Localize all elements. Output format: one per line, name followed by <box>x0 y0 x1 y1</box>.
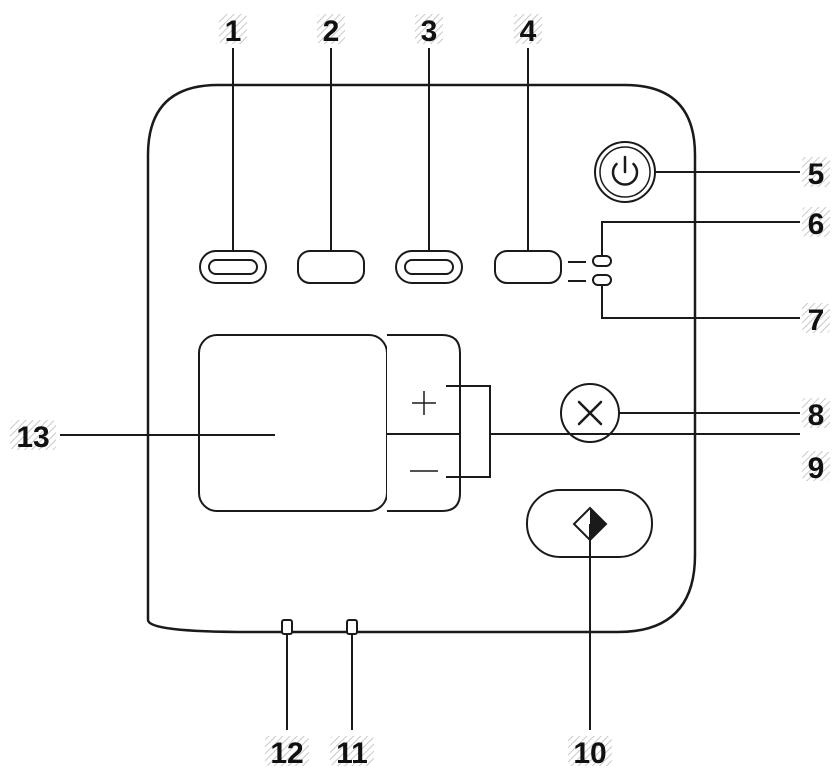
callout-13: 13 <box>10 420 56 454</box>
plus-minus-keys <box>387 334 461 512</box>
keys-outline <box>387 334 461 512</box>
led-indicator-6 <box>592 255 612 267</box>
callout-3: 3 <box>415 14 443 48</box>
function-button-3[interactable] <box>395 250 463 284</box>
leader-line-6 <box>601 221 800 256</box>
leader-lines <box>60 48 800 730</box>
callout-10: 10 <box>568 736 612 770</box>
led-indicator-11 <box>346 619 358 635</box>
callout-5: 5 <box>802 157 830 191</box>
callout-12: 12 <box>265 736 309 770</box>
callout-4: 4 <box>514 14 542 48</box>
callout-8: 8 <box>802 398 830 432</box>
callout-9: 9 <box>802 451 830 485</box>
svg-text:4: 4 <box>520 15 537 48</box>
svg-text:7: 7 <box>808 304 825 337</box>
cancel-x-icon <box>577 400 603 426</box>
svg-text:1: 1 <box>225 15 242 48</box>
svg-text:9: 9 <box>808 452 825 485</box>
svg-text:8: 8 <box>808 399 825 432</box>
svg-text:5: 5 <box>808 158 825 191</box>
function-button-2[interactable] <box>297 250 365 284</box>
display-screen <box>198 334 388 512</box>
callout-11: 11 <box>330 736 374 770</box>
svg-text:3: 3 <box>421 15 438 48</box>
power-icon <box>611 155 639 186</box>
callout-2: 2 <box>317 14 345 48</box>
plus-icon <box>412 391 436 415</box>
svg-text:10: 10 <box>573 737 606 770</box>
callout-1: 1 <box>219 14 247 48</box>
callout-6: 6 <box>802 207 830 241</box>
svg-text:11: 11 <box>336 737 368 770</box>
power-button[interactable] <box>594 141 656 203</box>
led-indicator-12 <box>281 619 293 635</box>
svg-text:2: 2 <box>323 15 340 48</box>
function-button-1[interactable] <box>199 250 267 284</box>
leader-line-7 <box>601 285 800 319</box>
svg-text:13: 13 <box>16 421 49 454</box>
leader-line-9-bracket <box>446 385 491 478</box>
plus-button[interactable] <box>388 336 459 433</box>
cancel-button[interactable] <box>560 383 620 443</box>
svg-text:6: 6 <box>808 208 825 241</box>
minus-button[interactable] <box>388 435 459 510</box>
function-button-4[interactable] <box>494 250 562 284</box>
callout-7: 7 <box>802 303 830 337</box>
led-indicator-7 <box>592 274 612 286</box>
svg-text:12: 12 <box>270 737 303 770</box>
